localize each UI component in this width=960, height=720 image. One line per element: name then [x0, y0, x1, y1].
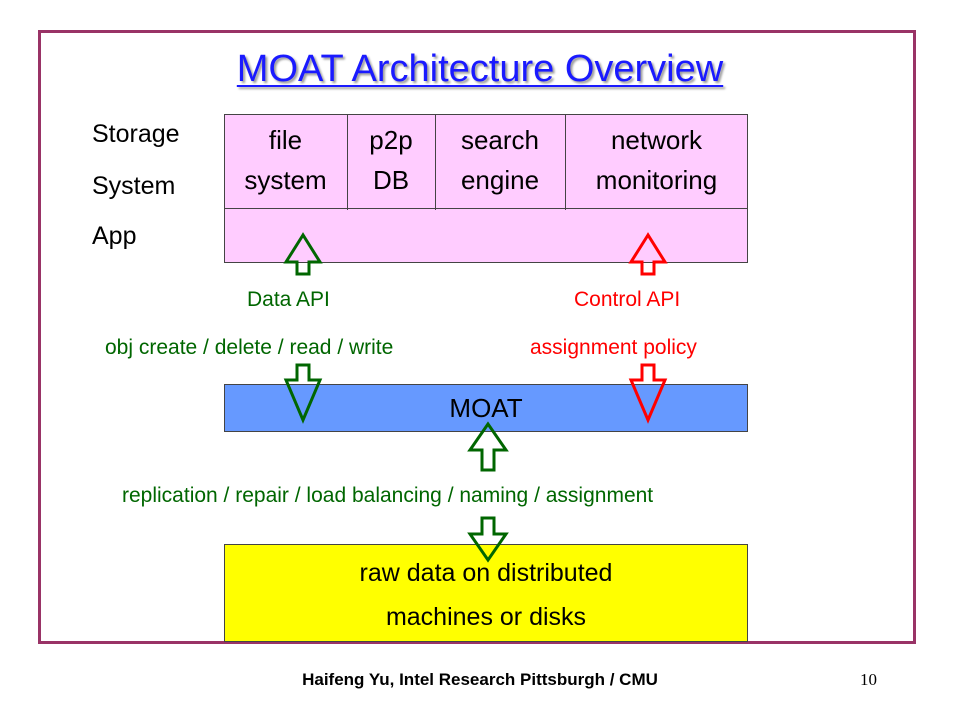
data-api-operations: obj create / delete / read / write: [105, 336, 394, 359]
raw-data-line1: raw data on distributed: [359, 559, 613, 587]
app-name-line2: system: [244, 165, 327, 195]
slide-frame: [38, 30, 916, 644]
moat-box: MOAT: [224, 384, 748, 432]
side-label-storage: Storage: [92, 120, 180, 148]
raw-data-box: raw data on distributed machines or disk…: [224, 544, 748, 642]
data-api-down-arrow: [283, 363, 323, 424]
app-name-line1: network: [610, 125, 703, 155]
moat-down-arrow: [467, 516, 509, 563]
raw-data-line2: machines or disks: [385, 603, 587, 631]
moat-up-arrow: [467, 421, 509, 472]
app-name-line2: monitoring: [595, 165, 718, 195]
app-name-line1: file: [268, 125, 303, 155]
side-label-system: System: [92, 172, 176, 200]
slide-title: MOAT Architecture Overview: [236, 48, 724, 90]
app-name-line1: search: [460, 125, 540, 155]
control-api-operations: assignment policy: [530, 336, 697, 359]
page-number: 10: [860, 670, 877, 689]
footer-credit: Haifeng Yu, Intel Research Pittsburgh / …: [302, 670, 658, 689]
moat-functions: replication / repair / load balancing / …: [122, 484, 654, 507]
app-network-monitoring: network monitoring: [565, 120, 748, 200]
control-api-down-arrow: [628, 363, 668, 424]
app-name-line2: engine: [460, 165, 540, 195]
apps-divider: [347, 114, 348, 210]
control-api-up-arrow: [628, 232, 668, 276]
data-api-up-arrow: [283, 232, 323, 276]
apps-box: [224, 114, 748, 210]
moat-label: MOAT: [449, 393, 523, 423]
app-search-engine: search engine: [435, 120, 565, 200]
app-name-line1: p2p: [369, 125, 413, 155]
data-api-label: Data API: [247, 288, 330, 311]
app-name-line2: DB: [372, 165, 410, 195]
apps-divider: [565, 114, 566, 210]
app-file-system: file system: [224, 120, 347, 200]
control-api-label: Control API: [574, 288, 681, 311]
app-p2p-db: p2p DB: [347, 120, 435, 200]
apps-divider: [435, 114, 436, 210]
side-label-app: App: [92, 222, 137, 250]
